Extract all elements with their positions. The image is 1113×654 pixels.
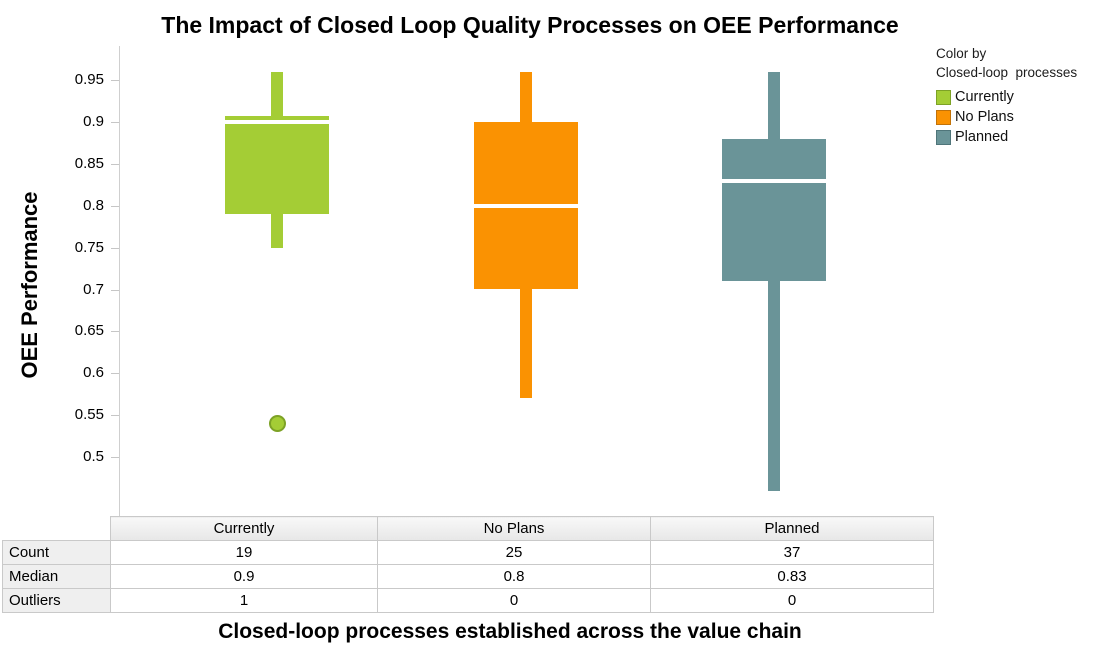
outlier-point-currently[interactable] — [268, 415, 286, 433]
median-line-planned — [722, 178, 826, 183]
row-label-count: Count — [2, 540, 111, 565]
table-header-planned: Planned — [650, 516, 934, 541]
cell-median-currently: 0.9 — [110, 564, 378, 589]
y-tick-mark — [111, 373, 119, 375]
y-tick-label: 0.9 — [83, 112, 104, 130]
y-tick-mark — [111, 80, 119, 81]
legend-color-swatch — [936, 89, 951, 105]
y-tick-mark — [111, 415, 119, 417]
row-label-outliers: Outliers — [2, 588, 111, 613]
y-tick-mark — [111, 247, 119, 249]
table-corner-blank — [2, 516, 111, 541]
chart-title: The Impact of Closed Loop Quality Proces… — [161, 12, 899, 38]
median-line-no-plans — [474, 203, 578, 208]
legend-item-no-plans[interactable]: No Plans — [936, 107, 1112, 127]
legend-item-currently[interactable]: Currently — [936, 87, 1112, 107]
y-tick-mark — [111, 205, 119, 207]
box-currently[interactable] — [225, 116, 329, 215]
y-tick-mark — [111, 289, 119, 291]
legend-color-swatch — [936, 109, 951, 125]
table-header-currently: Currently — [110, 516, 378, 541]
legend-item-label: Planned — [955, 128, 1009, 145]
box-planned[interactable] — [722, 138, 826, 282]
whisker-planned[interactable] — [768, 71, 780, 491]
y-tick-label: 0.85 — [74, 154, 104, 172]
y-tick-label: 0.55 — [74, 406, 104, 424]
y-tick-label: 0.6 — [83, 364, 104, 382]
y-tick-label: 0.95 — [74, 71, 104, 88]
cell-outliers-currently: 1 — [110, 588, 378, 613]
cell-outliers-no-plans: 0 — [377, 588, 651, 613]
legend-title-line2: Closed-loop processes — [936, 65, 1078, 80]
row-label-median: Median — [2, 564, 111, 589]
y-axis-line — [119, 46, 120, 516]
legend-color-swatch — [936, 129, 951, 145]
cell-median-no-plans: 0.8 — [377, 564, 651, 589]
legend-item-label: No Plans — [955, 108, 1014, 125]
y-tick-mark — [111, 457, 119, 459]
y-tick-mark — [111, 163, 119, 165]
y-tick-label: 0.75 — [74, 238, 104, 256]
y-tick-label: 0.8 — [83, 196, 104, 214]
cell-count-no-plans: 25 — [377, 540, 651, 565]
table-header-no-plans: No Plans — [377, 516, 651, 541]
y-tick-mark — [111, 331, 119, 333]
cell-count-planned: 37 — [650, 540, 934, 565]
y-axis-title: OEE Performance — [17, 191, 42, 379]
y-tick-mark — [111, 121, 119, 123]
legend-item-label: Currently — [955, 88, 1014, 105]
x-axis-title: Closed-loop processes established across… — [218, 620, 802, 643]
y-tick-label: 0.65 — [74, 322, 104, 340]
y-tick-label: 0.7 — [83, 280, 104, 298]
legend-title-line1: Color by — [936, 46, 987, 61]
legend: Color by Closed-loop processes Currently… — [936, 44, 1112, 147]
median-line-currently — [225, 119, 329, 124]
cell-count-currently: 19 — [110, 540, 378, 565]
cell-median-planned: 0.83 — [650, 564, 934, 589]
y-tick-label: 0.5 — [83, 448, 104, 466]
legend-item-planned[interactable]: Planned — [936, 127, 1112, 147]
cell-outliers-planned: 0 — [650, 588, 934, 613]
